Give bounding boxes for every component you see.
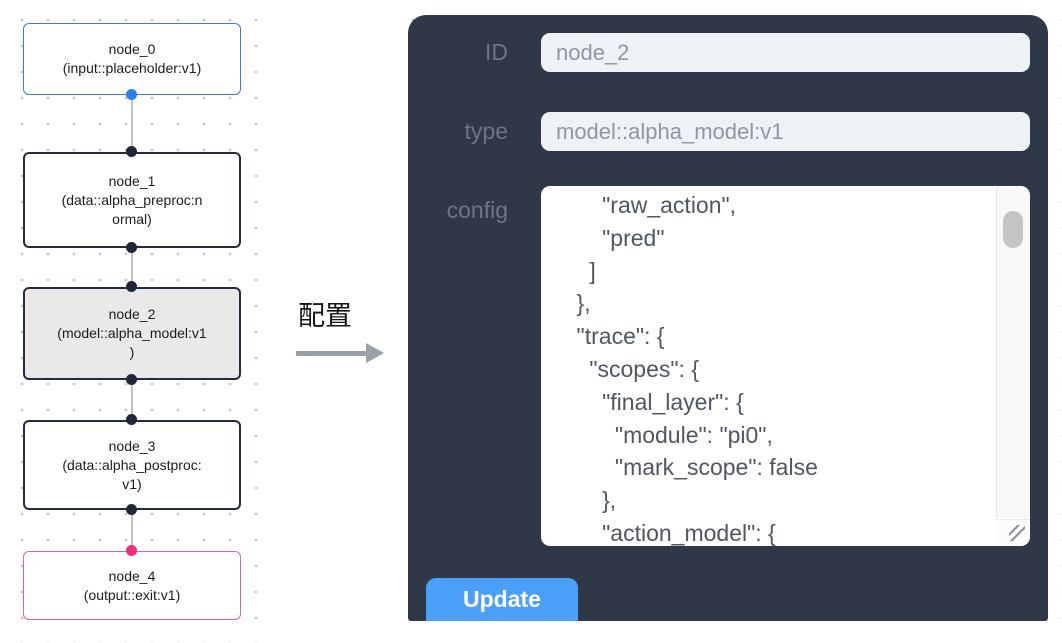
- port-node_1-input[interactable]: [126, 146, 137, 157]
- graph-edge-node_3-node_4: [131, 510, 133, 551]
- update-button[interactable]: Update: [426, 578, 578, 621]
- port-node_1-output[interactable]: [126, 242, 137, 253]
- config-annotation: 配置: [290, 294, 400, 363]
- arrow-head: [366, 343, 384, 363]
- id-field-label: ID: [485, 39, 508, 65]
- type-field-label: type: [464, 118, 508, 144]
- graph-node-node_4[interactable]: node_4 (output::exit:v1): [23, 551, 241, 620]
- arrow-line: [296, 351, 368, 356]
- port-node_2-input[interactable]: [126, 281, 137, 292]
- graph-edge-node_0-node_1: [131, 95, 133, 152]
- graph-node-node_1[interactable]: node_1 (data::alpha_preproc:n ormal): [23, 152, 241, 248]
- id-input[interactable]: [541, 33, 1030, 72]
- port-node_3-output[interactable]: [126, 504, 137, 515]
- graph-edge-node_1-node_2: [131, 248, 133, 287]
- config-json-text: "raw_action", "pred" ] }, "trace": { "sc…: [576, 192, 818, 546]
- graph-node-node_0[interactable]: node_0 (input::placeholder:v1): [23, 23, 241, 95]
- node-label: node_2 (model::alpha_model:v1 ): [57, 306, 207, 360]
- arrow-right-icon: [290, 343, 386, 363]
- graph-canvas[interactable]: node_0 (input::placeholder:v1) node_1 (d…: [0, 0, 278, 643]
- port-node_0-output[interactable]: [126, 89, 137, 100]
- scrollbar-thumb[interactable]: [1003, 211, 1023, 248]
- config-annotation-label: 配置: [298, 301, 352, 331]
- node-label: node_1 (data::alpha_preproc:n ormal): [61, 172, 203, 227]
- config-field-label: config: [446, 197, 508, 223]
- type-input[interactable]: [541, 112, 1030, 151]
- graph-node-node_3[interactable]: node_3 (data::alpha_postproc: v1): [23, 420, 241, 510]
- graph-edge-node_2-node_3: [131, 380, 133, 420]
- resize-handle-icon[interactable]: [996, 519, 1029, 545]
- port-node_2-output[interactable]: [126, 374, 137, 385]
- port-node_3-input[interactable]: [126, 414, 137, 425]
- node-label: node_3 (data::alpha_postproc: v1): [62, 437, 202, 492]
- config-panel: ID type config "raw_action", "pred" ] },…: [408, 15, 1048, 621]
- node-label: node_4 (output::exit:v1): [83, 567, 181, 603]
- graph-node-node_2-selected[interactable]: node_2 (model::alpha_model:v1 ): [23, 287, 241, 380]
- port-node_4-input[interactable]: [126, 545, 137, 556]
- node-label: node_0 (input::placeholder:v1): [62, 41, 202, 76]
- config-textarea[interactable]: "raw_action", "pred" ] }, "trace": { "sc…: [541, 186, 1030, 546]
- scrollbar-track[interactable]: [996, 187, 1029, 518]
